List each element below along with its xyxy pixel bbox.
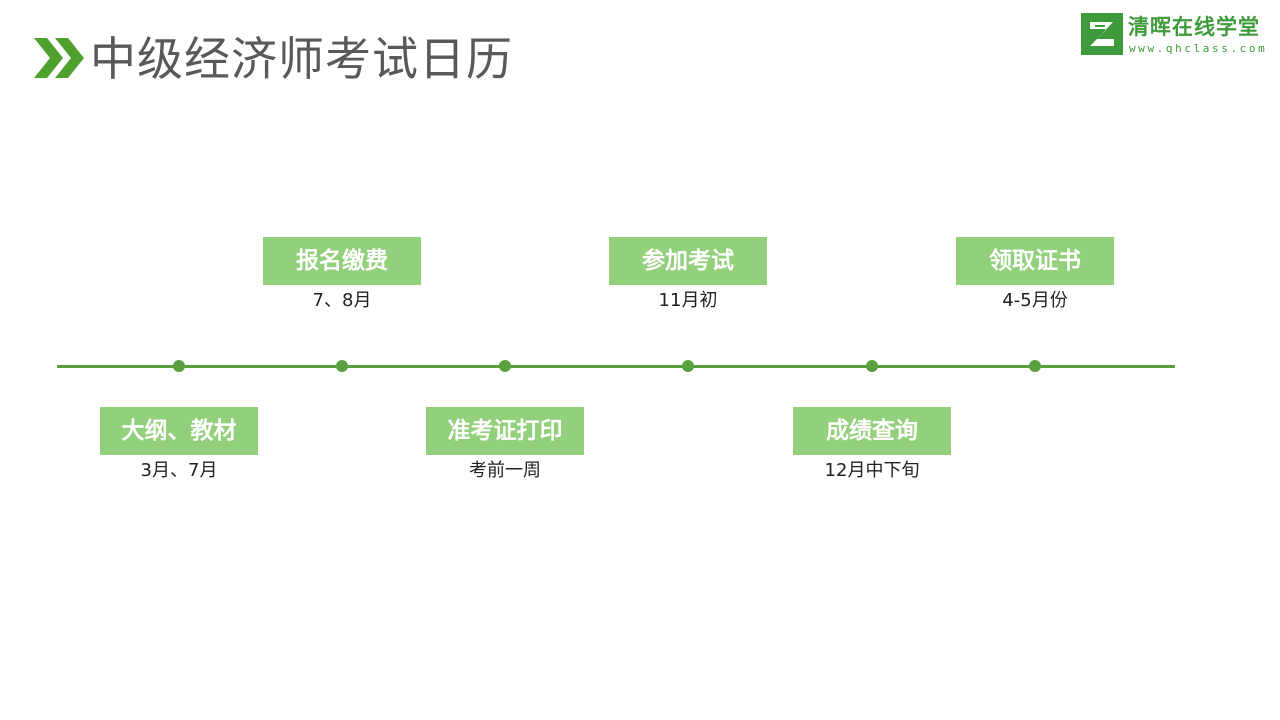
event-date-admission-ticket: 考前一周 [469,460,541,481]
event-date-score-query: 12月中下旬 [824,460,920,481]
event-date-exam: 11月初 [658,290,718,311]
logo-url: www.qhclass.com [1129,42,1268,55]
event-label-registration: 报名缴费 [263,237,421,285]
timeline-dot [173,360,185,372]
event-label-score-query: 成绩查询 [793,407,951,455]
timeline-line [57,365,1175,368]
event-date-certificate: 4-5月份 [1002,290,1068,311]
timeline-dot [336,360,348,372]
logo-name: 清晖在线学堂 [1128,15,1260,39]
timeline-dot [499,360,511,372]
event-label-certificate: 领取证书 [956,237,1114,285]
logo: 清晖在线学堂 www.qhclass.com [1081,13,1271,57]
timeline-dot [866,360,878,372]
double-chevron-right-icon [34,38,84,78]
page-title: 中级经济师考试日历 [90,32,513,86]
event-label-admission-ticket: 准考证打印 [426,407,584,455]
event-date-syllabus: 3月、7月 [140,460,218,481]
event-date-registration: 7、8月 [312,290,372,311]
timeline-dot [1029,360,1041,372]
logo-mark-icon [1081,13,1123,55]
event-label-syllabus: 大纲、教材 [100,407,258,455]
timeline-dot [682,360,694,372]
event-label-exam: 参加考试 [609,237,767,285]
